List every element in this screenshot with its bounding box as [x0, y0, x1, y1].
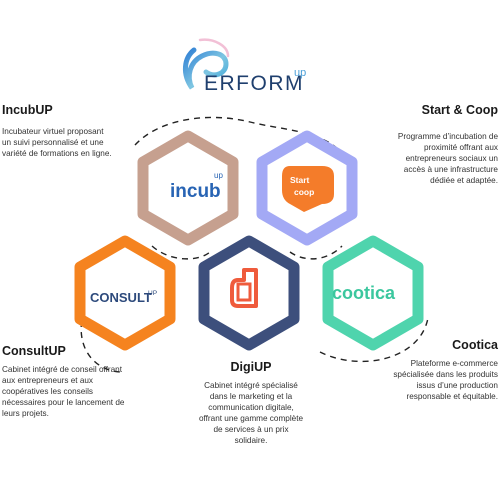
logo-wordmark: ERFORM: [204, 72, 304, 95]
consultup-title: ConsultUP: [2, 344, 66, 358]
digiup-logo-icon: [230, 268, 258, 308]
cootica-block: Cootica Plateforme e-commerce spécialisé…: [390, 338, 498, 402]
startcoop-logo-icon: Start coop: [282, 166, 334, 212]
startcoop-title: Start & Coop: [421, 103, 498, 117]
p-swoosh-icon: [183, 38, 230, 90]
hexagon-consultup[interactable]: CONSULT UP: [74, 235, 176, 351]
cootica-description: Plateforme e-commerce spécialisée dans l…: [393, 359, 498, 402]
hexagon-startcoop[interactable]: Start coop: [256, 130, 358, 246]
hexagon-digiup[interactable]: [198, 235, 300, 351]
consultup-description: Cabinet intégré de conseil offrant aux e…: [2, 365, 125, 419]
cootica-logo-text: cootica: [332, 283, 396, 303]
incubup-title: IncubUP: [2, 103, 53, 117]
digiup-description: Cabinet intégré spécialisé dans le marke…: [198, 381, 304, 446]
consultup-logo-sup: UP: [148, 290, 157, 297]
digiup-block: DigiUP Cabinet intégré spécialisé dans l…: [196, 360, 306, 446]
startcoop-block: Start & Coop Programme d’incubation de p…: [388, 103, 498, 186]
startcoop-logo-line2: coop: [294, 187, 314, 197]
startcoop-description: Programme d’incubation de proximité offr…: [397, 132, 498, 186]
hexagon-cootica[interactable]: cootica: [322, 235, 424, 351]
incubup-logo-sup: up: [214, 171, 223, 180]
consultup-block: ConsultUP Cabinet intégré de conseil off…: [2, 344, 130, 419]
startcoop-logo-line1: Start: [290, 175, 310, 185]
incubup-block: IncubUP Incubateur virtuel proposant un …: [2, 103, 122, 159]
hexagon-incubup[interactable]: incub up: [137, 130, 239, 246]
digiup-title: DigiUP: [230, 360, 272, 374]
incubup-logo-text: incub: [170, 181, 221, 202]
incubup-description: Incubateur virtuel proposant un suivi pe…: [2, 127, 112, 159]
performup-logo: ERFORM up: [183, 38, 306, 95]
cootica-title: Cootica: [452, 338, 498, 352]
logo-wordmark-sup: up: [294, 67, 306, 79]
consultup-logo-text: CONSULT: [90, 290, 152, 305]
